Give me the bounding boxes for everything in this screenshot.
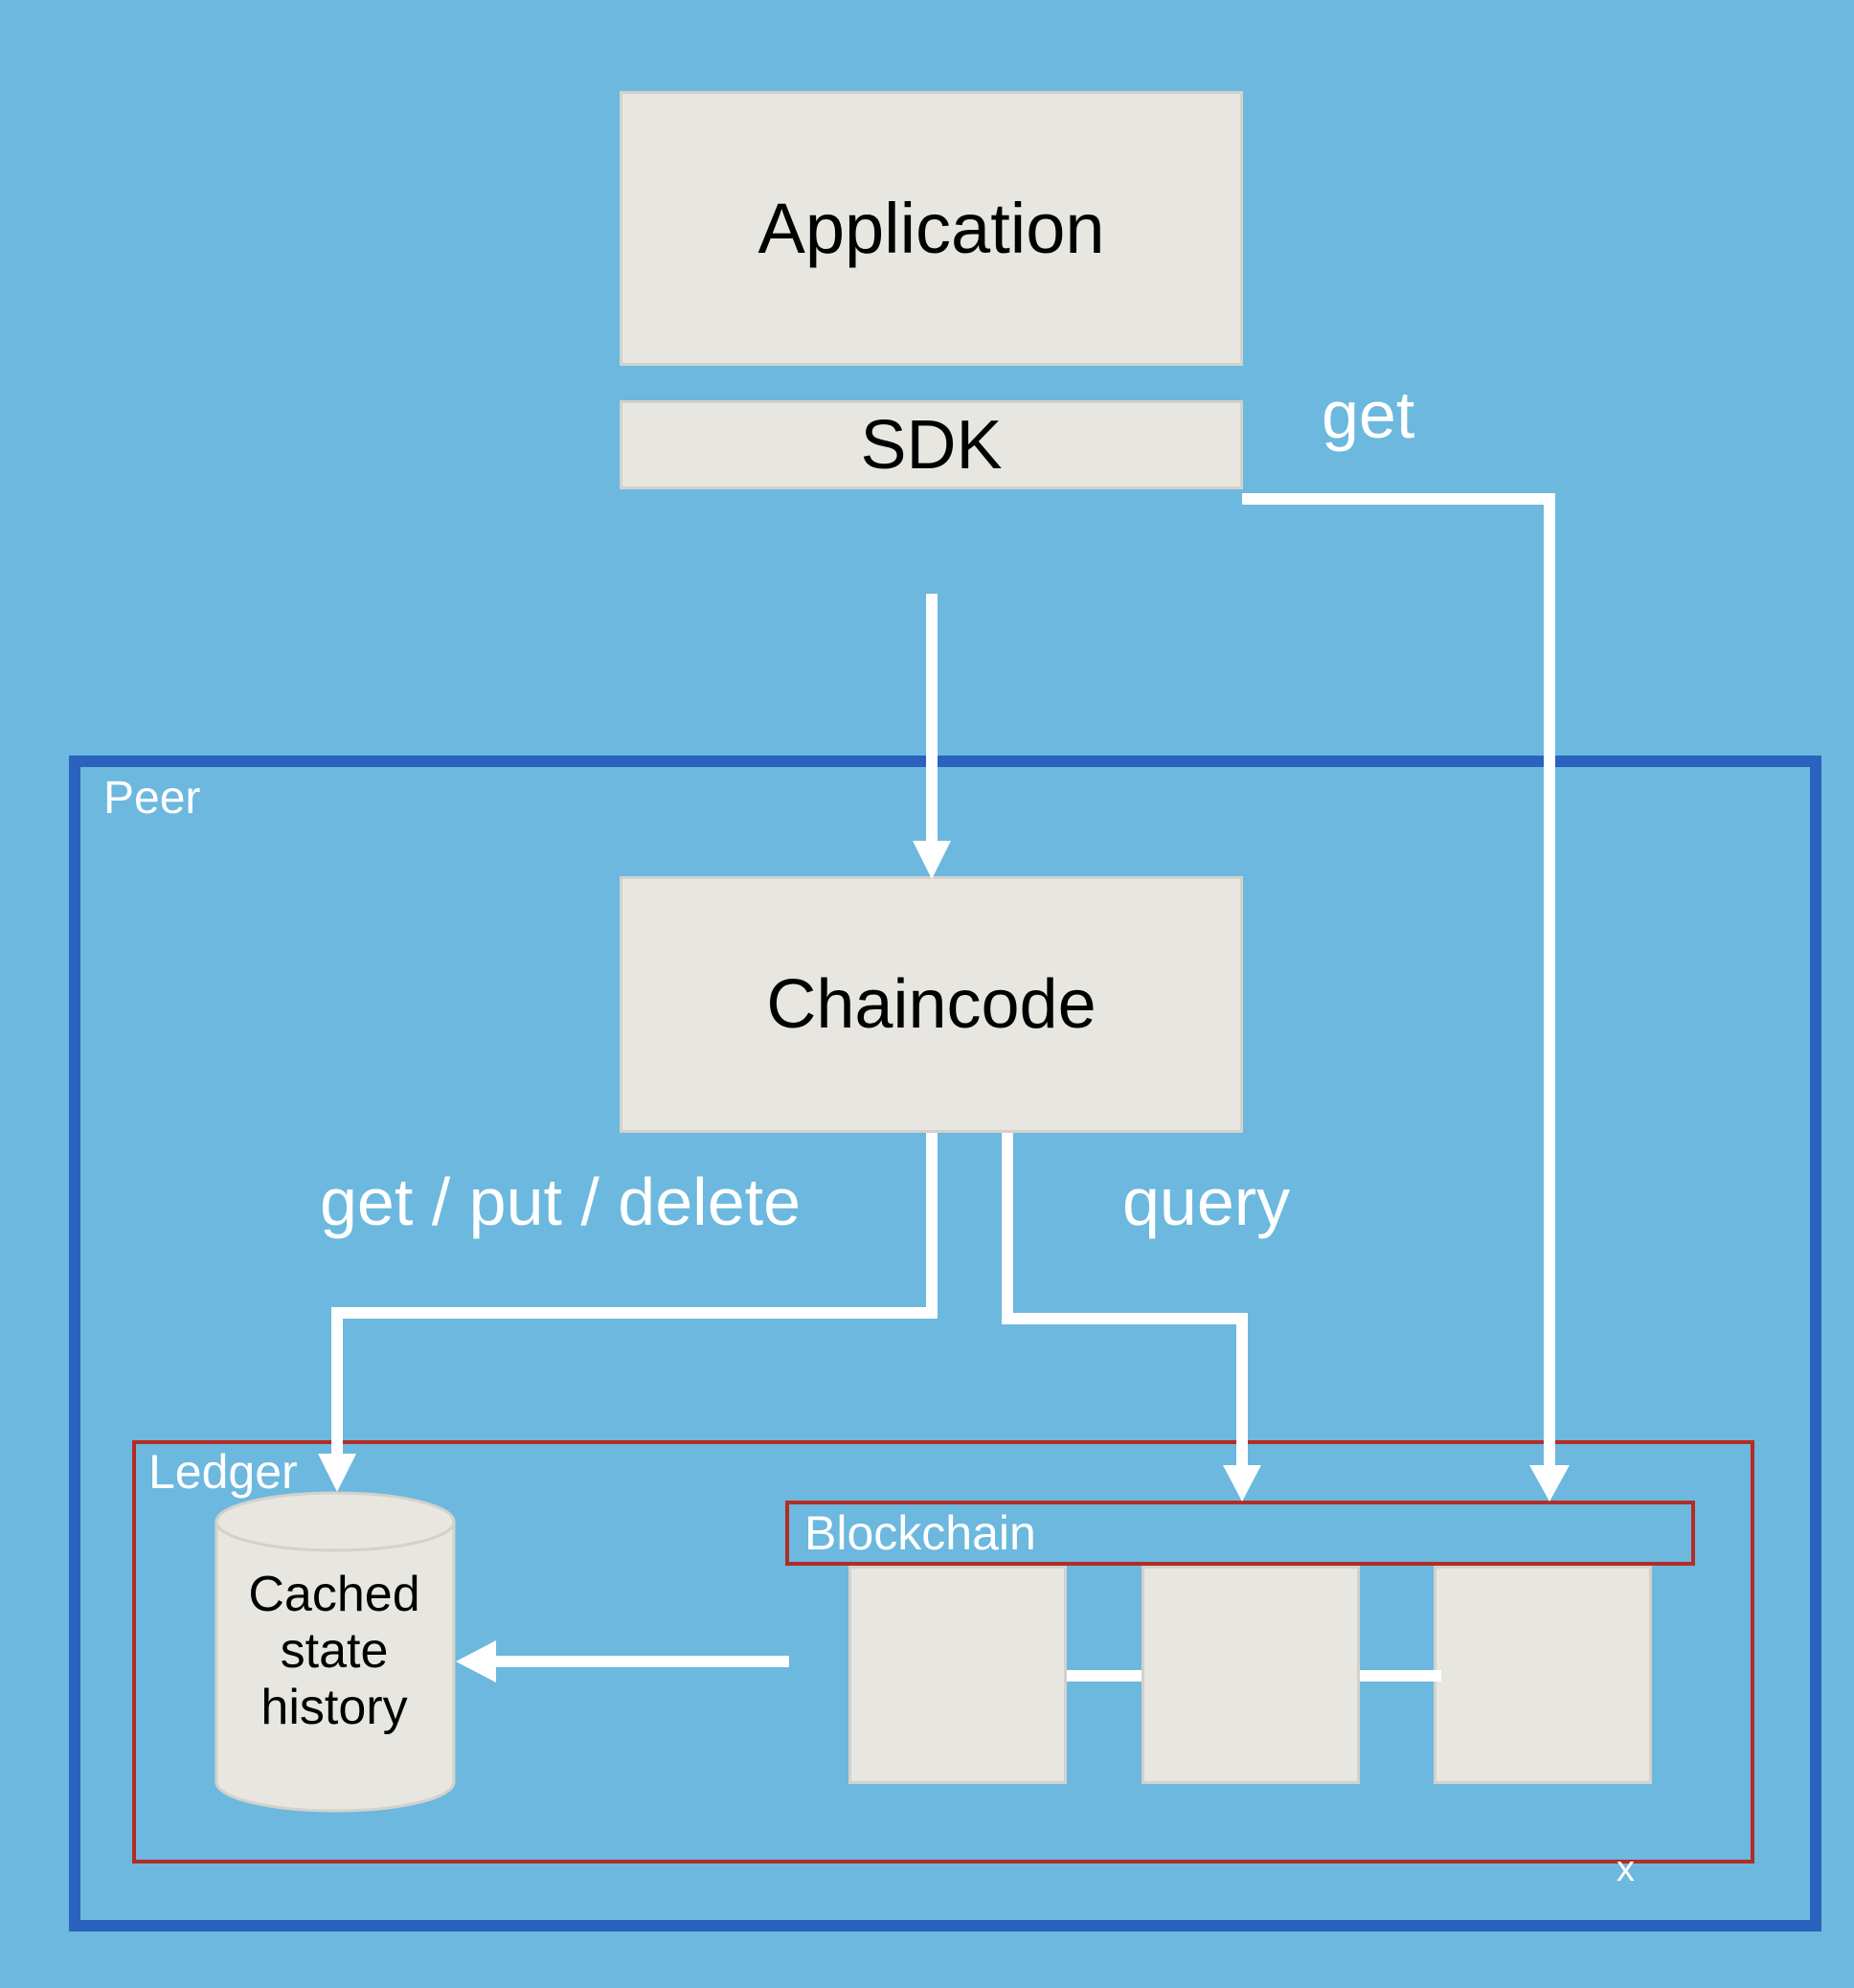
- sdk-box: SDK: [620, 400, 1243, 489]
- application-label: Application: [757, 189, 1105, 268]
- blockchain-bar: [785, 1501, 1695, 1566]
- arrowhead-get: [1529, 1465, 1570, 1502]
- get-put-delete-label: get / put / delete: [320, 1164, 802, 1239]
- cached-state-database-icon: [215, 1491, 456, 1813]
- query-arrow-line: [1002, 1133, 1248, 1467]
- sdk-label: SDK: [860, 406, 1003, 484]
- cached-state-line: state: [280, 1623, 389, 1679]
- cached-state-label: Cached state history: [215, 1567, 454, 1736]
- application-box: Application: [620, 91, 1243, 366]
- cached-state-line: Cached: [248, 1567, 420, 1622]
- get-label: get: [1322, 377, 1415, 452]
- ledger-label: Ledger: [148, 1445, 298, 1499]
- peer-label: Peer: [103, 773, 201, 824]
- cached-state-line: history: [260, 1680, 408, 1735]
- arrowhead-chaincode: [913, 841, 951, 879]
- arrowhead-get-put-delete: [318, 1454, 356, 1492]
- query-label: query: [1122, 1164, 1291, 1239]
- block-2: [1142, 1566, 1360, 1784]
- blockchain-label: Blockchain: [804, 1506, 1036, 1560]
- get-arrow-line: [1242, 493, 1555, 1467]
- block-1: [848, 1566, 1067, 1784]
- arrowhead-query: [1223, 1465, 1261, 1502]
- arrowhead-cache: [456, 1640, 496, 1683]
- chaincode-label: Chaincode: [766, 966, 1097, 1043]
- block-3: [1434, 1566, 1652, 1784]
- corner-mark: x: [1617, 1849, 1635, 1889]
- peer-container: [69, 756, 1821, 1932]
- ledger-container: [132, 1440, 1754, 1864]
- get-put-delete-arrow-line: [331, 1133, 938, 1457]
- chaincode-box: Chaincode: [620, 876, 1243, 1133]
